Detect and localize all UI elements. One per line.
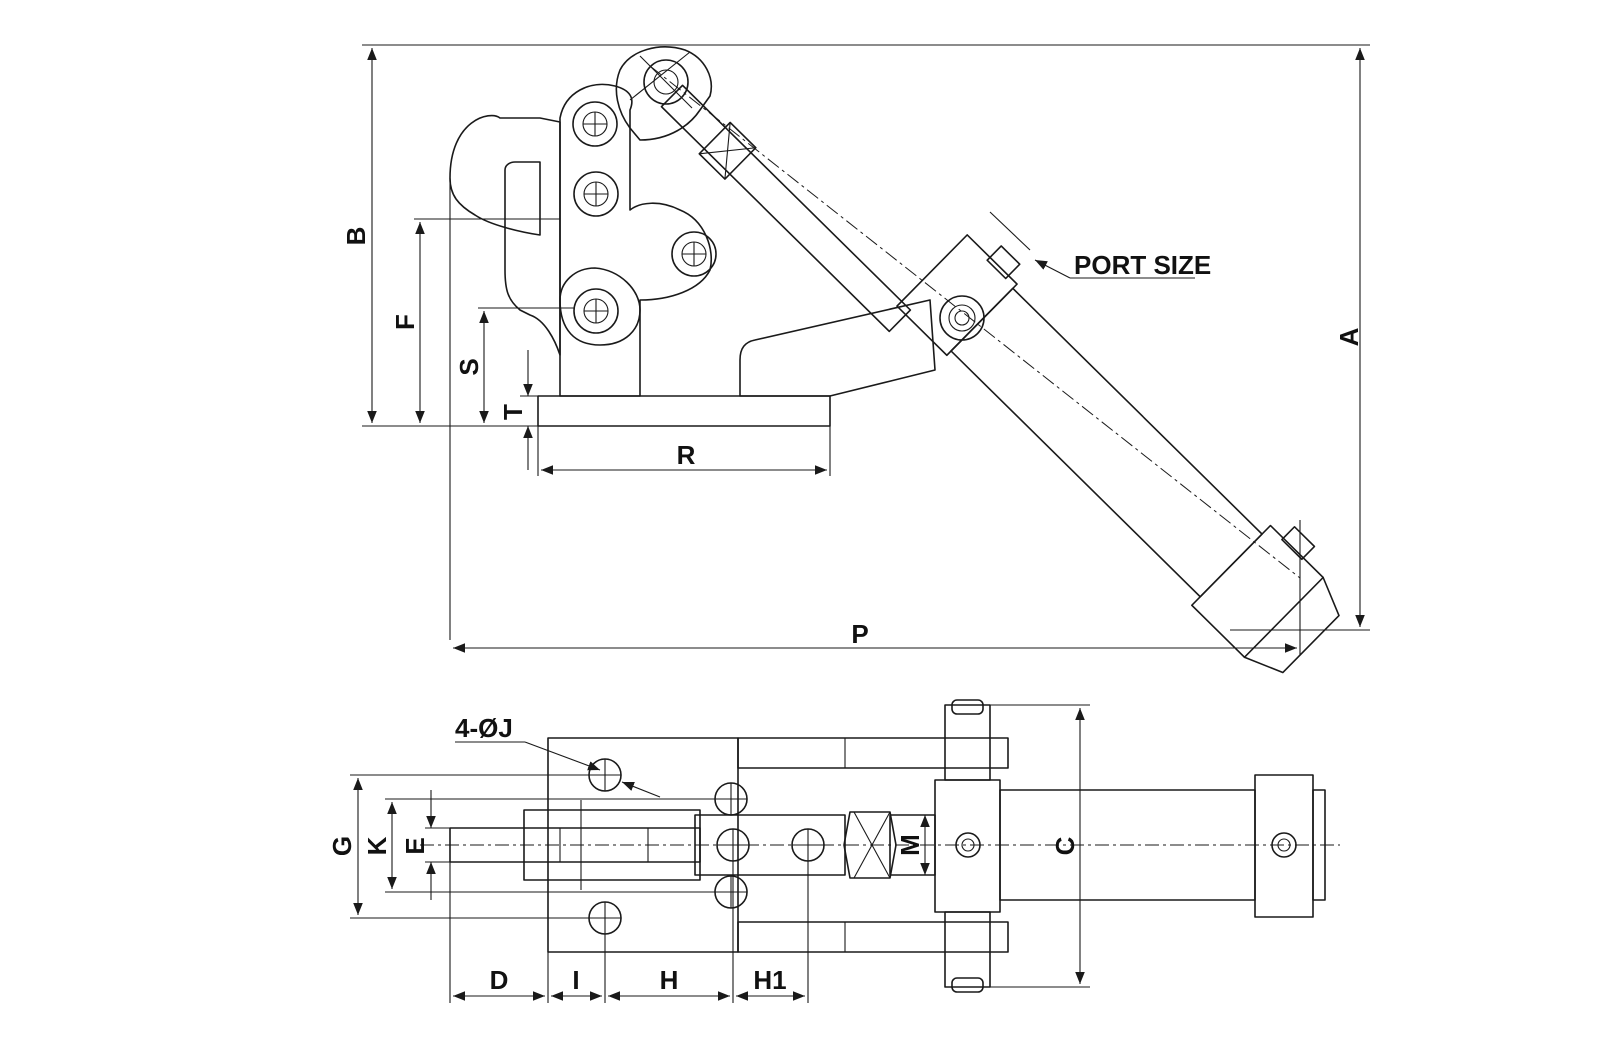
hole-note-label: 4-ØJ xyxy=(455,713,513,743)
mounting-hole-1 xyxy=(588,758,622,792)
dimension-h-label: H xyxy=(660,965,679,995)
mounting-hole-4 xyxy=(714,875,748,909)
top-linkage xyxy=(694,814,846,876)
piston-rod xyxy=(660,84,912,333)
dimension-d-label: D xyxy=(490,965,509,995)
pivot-pin-3 xyxy=(671,231,717,277)
top-arm-link xyxy=(615,46,712,141)
link-plate xyxy=(559,83,712,397)
dimension-r-label: R xyxy=(677,440,696,470)
dimension-h1-label: H1 xyxy=(753,965,786,995)
base-plate xyxy=(537,395,831,427)
dimension-a-label: A xyxy=(1334,327,1364,346)
dimension-p-label: P xyxy=(851,619,868,649)
dimension-g-label: G xyxy=(327,836,357,856)
cylinder-body xyxy=(896,234,1340,674)
link-plate-lower xyxy=(559,267,641,346)
pivot-pin-2 xyxy=(573,171,619,217)
dimension-b-label: B xyxy=(341,227,371,246)
rear-pin xyxy=(1271,832,1297,858)
dimension-i-label: I xyxy=(572,965,579,995)
top-pivot-pin xyxy=(629,51,693,109)
mounting-hole-2 xyxy=(588,901,622,935)
clevis-pin xyxy=(955,832,981,858)
dimension-m-label: M xyxy=(895,834,925,856)
cylinder-clevis xyxy=(934,779,1001,913)
cylinder-centerline xyxy=(649,65,1301,579)
pin-hole-2 xyxy=(791,828,825,862)
dimension-t-label: T xyxy=(498,404,528,420)
dimension-k-label: K xyxy=(362,836,392,855)
dimension-f-label: F xyxy=(390,314,420,330)
mounting-hole-3 xyxy=(714,782,748,816)
cylinder-pivot-pin xyxy=(939,295,985,341)
dimension-e-label: E xyxy=(400,837,430,854)
pivot-pin-1 xyxy=(572,101,618,147)
pin-hole-1 xyxy=(716,828,750,862)
port-size-label: PORT SIZE xyxy=(1074,250,1211,280)
side-view: PORT SIZE A B F S T R P xyxy=(341,44,1370,674)
dimension-s-label: S xyxy=(454,358,484,375)
top-view: 4-ØJ G K E M C D I xyxy=(327,699,1340,1003)
cylinder-bracket xyxy=(739,299,936,397)
pivot-pin-4 xyxy=(573,288,619,334)
dimension-c-label: C xyxy=(1050,836,1080,855)
clamp-body xyxy=(449,114,561,356)
